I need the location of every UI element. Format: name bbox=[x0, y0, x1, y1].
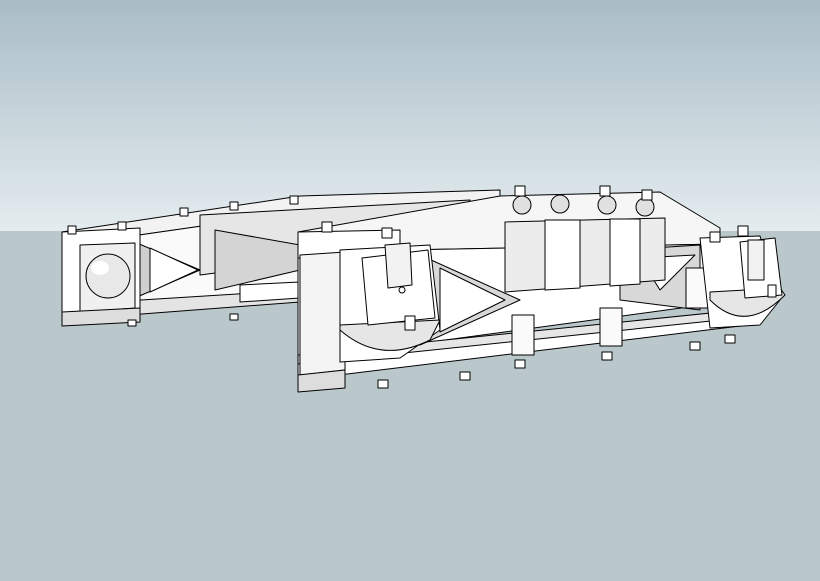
bottom-nuts bbox=[127, 313, 736, 389]
front-right-housing bbox=[699, 225, 786, 329]
bolts bbox=[512, 185, 655, 217]
front-left-housing bbox=[297, 221, 441, 393]
left-end-block bbox=[61, 195, 299, 327]
